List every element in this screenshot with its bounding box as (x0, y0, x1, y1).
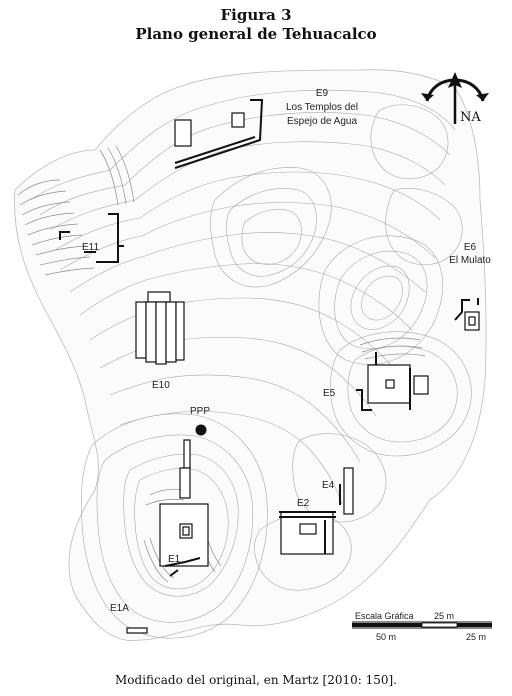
site-boundary (14, 69, 487, 642)
label-e6: E6 (464, 242, 477, 253)
structure-e2 (279, 511, 336, 555)
north-arrow-icon: NA (421, 72, 489, 125)
scale-top-label: 25 m (434, 611, 454, 621)
structure-e1 (159, 439, 209, 577)
structure-e11 (59, 213, 124, 263)
label-ppp: PPP (190, 406, 210, 417)
scale-bar: Escala Gráfica 25 m 50 m 25 m (352, 611, 492, 642)
north-label: NA (460, 110, 481, 125)
structure-e5 (356, 352, 429, 411)
scale-bottom-right-label: 25 m (466, 632, 486, 642)
contour-lines (29, 89, 472, 639)
label-e2: E2 (297, 498, 310, 509)
label-e9-desc1: Los Templos del (286, 102, 358, 113)
label-e1a: E1A (110, 603, 129, 614)
label-e4: E4 (322, 480, 335, 491)
label-e5: E5 (323, 388, 336, 399)
scale-title: Escala Gráfica (355, 611, 414, 621)
label-e9-desc2: Espejo de Agua (287, 116, 357, 127)
label-e6-desc: El Mulato (449, 255, 491, 266)
ppp-marker (195, 424, 207, 436)
figure-title: Plano general de Tehuacalco (135, 25, 377, 43)
label-e1: E1 (168, 554, 181, 565)
figure-caption: Modificado del original, en Martz [2010:… (115, 673, 397, 687)
label-e10: E10 (152, 380, 170, 391)
structure-e6 (454, 298, 480, 331)
label-e11: E11 (82, 242, 99, 253)
structure-e4 (339, 467, 354, 515)
structure-e9 (174, 99, 264, 169)
structure-e10 (135, 291, 185, 365)
scale-bottom-left-label: 50 m (376, 632, 396, 642)
structure-e1a (126, 627, 148, 634)
figure-label: Figura 3 (220, 6, 292, 24)
label-e9: E9 (316, 88, 329, 99)
